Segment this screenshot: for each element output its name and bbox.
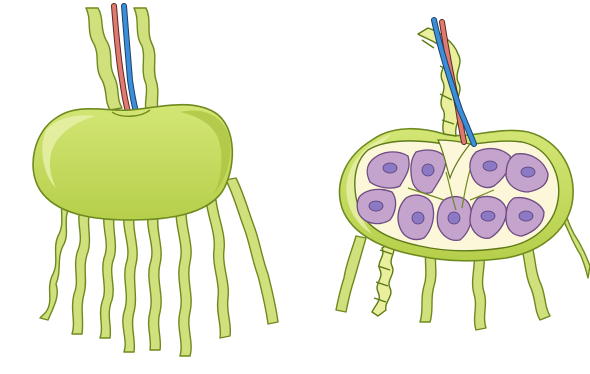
lymph-vessel <box>336 236 366 312</box>
nucleus <box>422 164 434 176</box>
nucleus <box>481 211 495 221</box>
efferent-vessel-chain <box>372 242 394 316</box>
lymph-node-exterior <box>33 6 278 356</box>
lymph-vessel <box>72 208 90 334</box>
lymph-vessel <box>123 214 137 352</box>
nucleus <box>383 163 397 173</box>
lymph-vessel <box>473 252 486 330</box>
lymph-vessel <box>40 196 70 320</box>
lymph-node-cross-section <box>336 20 590 330</box>
lymph-vessel <box>420 250 436 322</box>
lymph-vessel <box>148 216 161 350</box>
lymph-vessel <box>134 8 158 110</box>
lymph-vessel <box>176 212 191 356</box>
lymph-vessel <box>100 214 115 338</box>
lymph-vessel <box>226 178 278 324</box>
nucleus <box>412 212 424 224</box>
nucleus <box>483 161 497 171</box>
nucleus <box>448 212 460 224</box>
nucleus <box>519 211 533 221</box>
lymph-vessel <box>206 200 230 338</box>
nucleus <box>521 167 535 177</box>
nucleus <box>369 201 383 211</box>
